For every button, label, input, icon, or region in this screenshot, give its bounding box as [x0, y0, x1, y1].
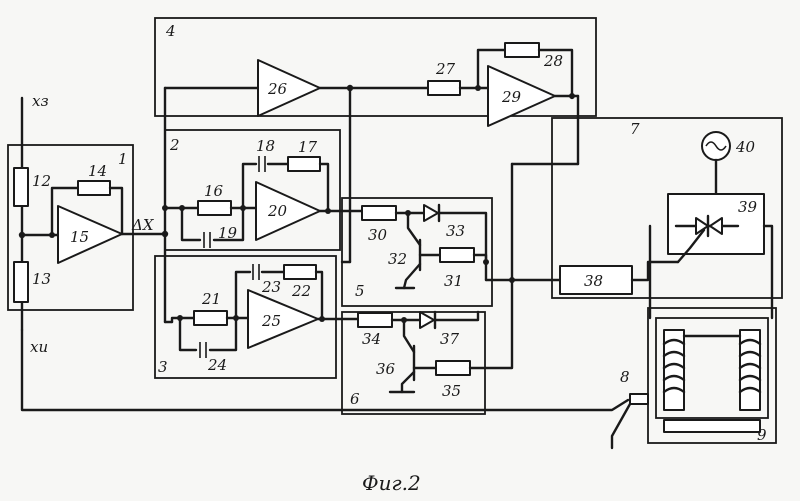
- t36-collector: [404, 320, 414, 352]
- label-block-3: 3: [158, 358, 168, 376]
- label-block-6: 6: [350, 390, 360, 408]
- r35-out-wire: [470, 164, 512, 368]
- fb-b2-right-wire: [320, 164, 328, 212]
- amp25-out-dot: [319, 316, 325, 322]
- fb14-right-wire: [110, 188, 122, 234]
- label-block-7: 7: [630, 120, 640, 138]
- label-30: 30: [368, 226, 388, 244]
- label-12: 12: [32, 172, 51, 190]
- diode-37: [420, 312, 434, 328]
- magnet-armature: [664, 420, 760, 432]
- resistor-21: [194, 311, 227, 325]
- resistor-35: [436, 361, 470, 375]
- amplifier-20: [256, 182, 320, 240]
- resistor-27: [428, 81, 460, 95]
- label-38: 38: [584, 272, 603, 290]
- label-29: 29: [501, 88, 522, 106]
- junction-dot: [509, 277, 515, 283]
- resistor-34: [358, 313, 392, 327]
- label-block-4: 4: [165, 22, 176, 40]
- diode-33: [424, 205, 438, 221]
- amplifier-15: [58, 206, 122, 263]
- label-17: 17: [298, 138, 318, 156]
- resistor-14: [78, 181, 110, 195]
- label-block-9: 9: [757, 426, 767, 444]
- sensor-8: [630, 394, 648, 404]
- label-25: 25: [261, 312, 281, 330]
- label-26: 26: [267, 80, 288, 98]
- amp29-out-dot: [569, 93, 575, 99]
- resistor-12: [14, 168, 28, 206]
- d37-out-wire: [435, 312, 478, 320]
- label-23: 23: [261, 278, 281, 296]
- label-35: 35: [442, 382, 461, 400]
- label-37: 37: [440, 330, 460, 348]
- fb-b2-left-wire: [243, 164, 256, 208]
- label-15: 15: [70, 228, 89, 246]
- resistor-28: [505, 43, 539, 57]
- resistor-17: [288, 157, 320, 171]
- label-block-1: 1: [118, 150, 128, 168]
- 38-out-wire: [632, 262, 678, 280]
- label-block-5: 5: [355, 282, 365, 300]
- resistor-22: [284, 265, 316, 279]
- resistor-13: [14, 262, 28, 302]
- label-block-2: 2: [169, 136, 180, 154]
- label-28: 28: [543, 52, 563, 70]
- label-32: 32: [388, 250, 407, 268]
- resistor-16: [198, 201, 231, 215]
- label-22: 22: [291, 282, 311, 300]
- amp20-out-dot: [325, 208, 331, 214]
- bus-dot-2: [162, 205, 168, 211]
- sensor-8-wire: [612, 404, 630, 448]
- label-21: 21: [201, 290, 221, 308]
- label-20: 20: [267, 202, 288, 220]
- label-27: 27: [435, 60, 456, 78]
- label-xu: xи: [30, 338, 48, 356]
- label-40: 40: [735, 138, 756, 156]
- label-8: 8: [620, 368, 630, 386]
- b5-out-dot: [483, 259, 489, 265]
- label-24: 24: [207, 356, 227, 374]
- label-31: 31: [444, 272, 463, 290]
- t36-emitter: [402, 372, 414, 392]
- label-18: 18: [256, 137, 275, 155]
- label-39: 39: [738, 198, 758, 216]
- resistor-31: [440, 248, 474, 262]
- label-14: 14: [88, 162, 107, 180]
- figure-caption: Фиг.2: [362, 471, 421, 495]
- xu-return-wire: [22, 330, 628, 410]
- 39-right-wire: [764, 226, 772, 318]
- t32-collector: [408, 213, 420, 245]
- label-19: 19: [218, 224, 238, 242]
- amplifier-29: [488, 66, 555, 126]
- label-16: 16: [204, 182, 224, 200]
- label-13: 13: [32, 270, 51, 288]
- label-34: 34: [362, 330, 381, 348]
- label-33: 33: [446, 222, 465, 240]
- label-dx: ΔX: [131, 216, 155, 234]
- sum-node-dot: [19, 232, 25, 238]
- to-r21-wire: [172, 318, 194, 322]
- label-xz: xз: [32, 92, 49, 110]
- r31-out-wire: [474, 255, 486, 280]
- resistor-30: [362, 206, 396, 220]
- label-36: 36: [376, 360, 396, 378]
